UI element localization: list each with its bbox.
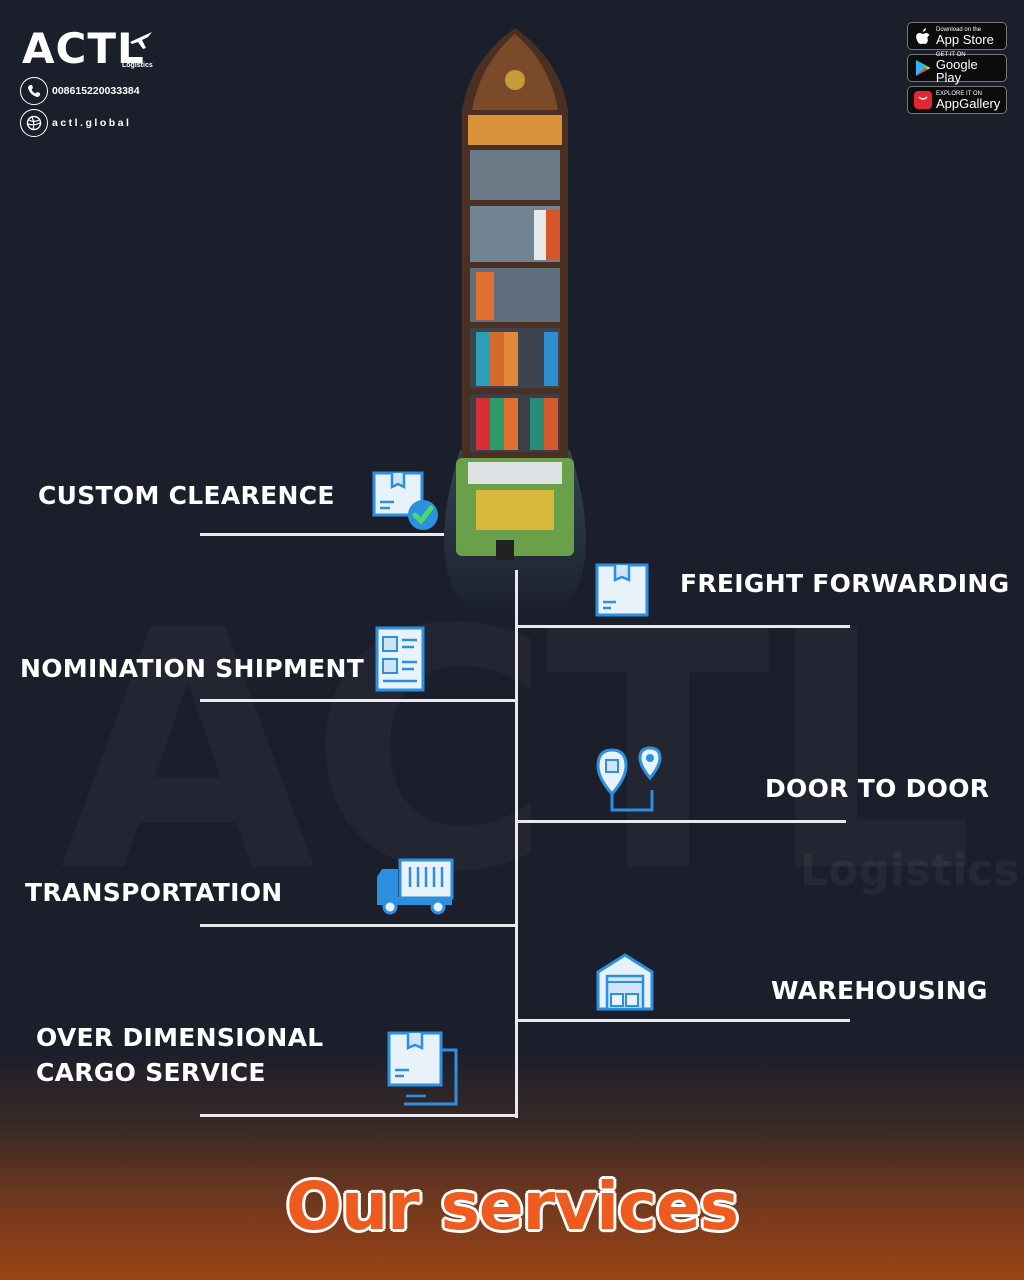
connector-line	[518, 1019, 850, 1022]
service-label-line: OVER DIMENSIONAL	[36, 1023, 324, 1052]
warehouse-icon	[596, 953, 654, 1011]
service-label-door-to-door: DOOR TO DOOR	[765, 774, 990, 803]
apple-icon	[913, 26, 933, 46]
badge-caption: Download on the	[936, 26, 982, 33]
route-pin-icon	[596, 746, 662, 812]
page-title: Our services	[285, 1168, 739, 1245]
connector-line	[518, 820, 846, 823]
phone-contact[interactable]: 008615220033384	[20, 76, 140, 106]
website-url: actl.global	[52, 117, 132, 129]
truck-icon	[377, 858, 454, 915]
service-label-nomination-shipment: NOMINATION SHIPMENT	[20, 654, 365, 683]
app-store-badge[interactable]: Download on the App Store	[907, 22, 1007, 50]
globe-icon	[20, 109, 48, 137]
plane-icon	[130, 32, 152, 49]
service-label-transportation: TRANSPORTATION	[25, 878, 283, 907]
customs-clearance-icon	[372, 471, 438, 530]
appgallery-badge[interactable]: EXPLORE IT ON AppGallery	[907, 86, 1007, 114]
connector-line	[518, 625, 850, 628]
timeline-spine	[515, 570, 518, 1118]
connector-line	[200, 699, 518, 702]
badge-title: Google Play	[935, 57, 978, 85]
connector-line	[200, 1114, 518, 1117]
oversize-cargo-icon	[387, 1031, 458, 1106]
brand-subtitle: Logistics	[122, 62, 153, 69]
container-ship-illustration	[444, 28, 586, 620]
box-icon	[595, 563, 649, 617]
document-icon	[375, 626, 425, 692]
website-contact[interactable]: actl.global	[20, 108, 131, 138]
service-label-over-dimensional-cargo: OVER DIMENSIONAL CARGO SERVICE	[36, 1020, 356, 1090]
service-label-custom-clearence: CUSTOM CLEARENCE	[38, 481, 335, 510]
connector-line	[200, 533, 444, 536]
connector-line	[200, 924, 518, 927]
service-label-warehousing: WAREHOUSING	[771, 976, 988, 1005]
brand-logo: ACTL	[22, 24, 145, 73]
phone-icon	[20, 77, 48, 105]
badge-caption: EXPLORE IT ON	[936, 90, 982, 97]
service-label-line: CARGO SERVICE	[36, 1058, 266, 1087]
badge-title: AppGallery	[936, 95, 1001, 111]
badge-caption: GET IT ON	[935, 52, 966, 58]
watermark-logo-subtext: Logistics	[800, 845, 1020, 896]
google-play-badge[interactable]: GET IT ON Google Play	[907, 52, 1007, 85]
badge-title: App Store	[936, 31, 994, 47]
google-play-icon	[913, 58, 933, 78]
huawei-icon	[913, 90, 933, 110]
service-label-freight-forwarding: FREIGHT FORWARDING	[680, 569, 1010, 598]
phone-number: 008615220033384	[52, 85, 140, 97]
